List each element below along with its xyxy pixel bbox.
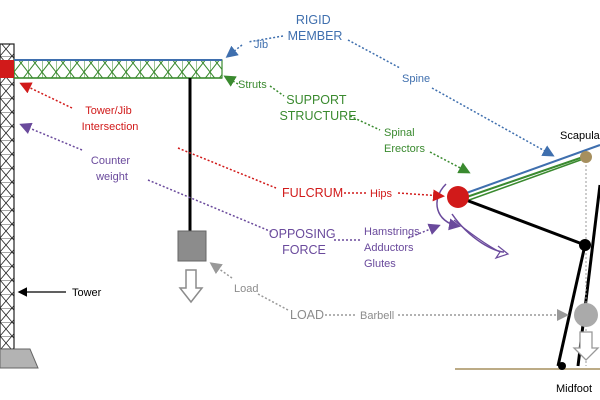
- barbell-label: Barbell: [360, 310, 394, 322]
- hamstring-pull-arrow: [451, 213, 505, 253]
- load-arrow: [209, 262, 233, 279]
- spine-label: Spine: [402, 73, 430, 85]
- hips-label: Hips: [370, 188, 393, 200]
- thigh-line: [457, 195, 586, 247]
- crane-base: [0, 348, 39, 369]
- spine-arrow: [431, 87, 555, 157]
- hamstring-pull-arrow-outline: [453, 219, 510, 260]
- scapula-label: Scapula: [560, 130, 600, 142]
- counter-weight-label: Counter weight: [91, 155, 133, 183]
- muscles-label: Hamstrings Adductors Glutes: [364, 226, 423, 270]
- crane-jib: [13, 59, 223, 79]
- erector-line: [457, 155, 587, 201]
- spinal-erectors-label: Spinal Erectors: [384, 127, 425, 155]
- load-category-label: LOAD: [290, 308, 324, 322]
- jib-arrow: [225, 44, 243, 58]
- struts-connector: [269, 85, 285, 97]
- spine-line: [457, 144, 600, 197]
- tower-jib-intersection-block: [0, 60, 14, 78]
- jib-label: Jib: [254, 39, 268, 51]
- jib-connector: [247, 35, 284, 43]
- fulcrum-label: FULCRUM: [282, 186, 343, 200]
- hips-arrow: [397, 189, 445, 202]
- crane-tower: [0, 43, 15, 350]
- scapula-joint: [580, 151, 592, 163]
- opposing-force-connector: [147, 179, 273, 233]
- muscles-arrow: [407, 223, 441, 239]
- crane-load-label: Load: [234, 283, 258, 295]
- counterweight-arrow: [19, 122, 83, 151]
- barbell-down-arrow: [572, 331, 600, 361]
- midfoot-point: [558, 362, 566, 370]
- barbell-plate: [574, 303, 598, 327]
- erectors-arrow: [429, 151, 471, 174]
- opposing-force-label: OPPOSING FORCE: [269, 227, 339, 257]
- intersection-arrow: [19, 82, 73, 109]
- crane-load-block: [177, 230, 207, 262]
- support-structure-label: SUPPORT STRUCTURE: [279, 93, 356, 123]
- knee-joint: [579, 239, 591, 251]
- hip-rotation-arrow: [436, 183, 461, 231]
- fulcrum-connector: [177, 147, 277, 189]
- crane: [0, 43, 223, 369]
- deadlift-figure: [436, 144, 600, 370]
- erectors-connector: [349, 115, 381, 131]
- struts-arrow: [223, 75, 239, 87]
- struts-label: Struts: [238, 79, 267, 91]
- rigid-member-label: RIGID MEMBER: [288, 13, 343, 43]
- crane-load-down-arrow: [178, 269, 204, 304]
- erector-line-lower: [457, 157, 587, 205]
- tower-label: Tower: [72, 287, 102, 299]
- spine-connector: [347, 39, 401, 69]
- load-connector: [257, 293, 289, 311]
- shin-line: [556, 244, 587, 367]
- tower-jib-intersection-label: Tower/Jib Intersection: [82, 105, 139, 133]
- hip-joint: [447, 186, 469, 208]
- midfoot-label: Midfoot: [556, 383, 592, 395]
